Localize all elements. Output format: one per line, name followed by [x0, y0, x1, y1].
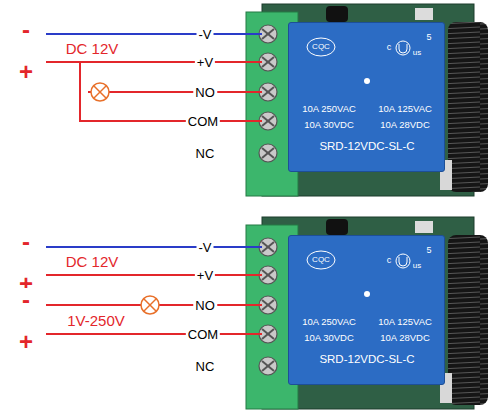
pin-name: COM — [186, 328, 220, 341]
pin-name: COM — [186, 115, 220, 128]
relay-rating: 10A 28VDC — [380, 333, 430, 343]
cert-mark: CQC — [312, 43, 330, 51]
relay-rating: 10A 250VAC — [302, 317, 356, 327]
relay-rating: 10A 125VAC — [378, 317, 432, 327]
relay-rating: 10A 30VDC — [304, 120, 354, 130]
capacitor — [326, 6, 348, 22]
positive-wire — [46, 274, 262, 276]
pin-name: NC — [194, 360, 217, 373]
relay-module — [246, 217, 488, 409]
polarity-sign: - — [20, 230, 32, 254]
pin-name: +V — [195, 56, 215, 69]
load-voltage: 1V-250V — [65, 313, 127, 328]
button — [415, 8, 433, 20]
antenna-coil — [448, 235, 488, 405]
negative-wire — [46, 246, 262, 248]
cert-mark: us — [413, 262, 421, 270]
com-jumper-wire — [80, 62, 262, 121]
pin-name: -V — [197, 28, 214, 41]
lamp-symbol — [91, 83, 109, 101]
cert-mark: c — [387, 43, 392, 52]
pin-name: +V — [195, 269, 215, 282]
relay-rating: 10A 250VAC — [302, 104, 356, 114]
relay-model: SRD-12VDC-SL-C — [319, 354, 414, 366]
relay-body: CQC c us 5 10A 250VAC 10A 125VAC 10A 30VDC 10A … — [288, 235, 445, 385]
relay-module — [246, 4, 488, 196]
cert-mark: us — [413, 49, 421, 57]
terminal-screw — [259, 144, 277, 162]
negative-wire — [46, 33, 262, 35]
relay-rating: 10A 30VDC — [304, 333, 354, 343]
polarity-sign: - — [20, 18, 32, 42]
relay-model: SRD-12VDC-SL-C — [319, 141, 414, 153]
com-wire — [46, 333, 262, 335]
cert-mark: CQC — [312, 256, 330, 264]
capacitor — [326, 219, 348, 235]
supply-voltage: DC 12V — [64, 254, 121, 269]
supply-voltage: DC 12V — [64, 41, 121, 56]
pin-name: NO — [193, 299, 217, 312]
polarity-sign: + — [17, 60, 35, 84]
cert-mark: 5 — [426, 246, 431, 255]
relay-rating: 10A 28VDC — [380, 120, 430, 130]
cert-mark: 5 — [426, 33, 431, 42]
polarity-sign: - — [20, 288, 32, 312]
relay-rating: 10A 125VAC — [378, 104, 432, 114]
load-wire — [88, 91, 262, 93]
button — [415, 221, 433, 233]
pin-name: -V — [197, 241, 214, 254]
polarity-sign: + — [17, 330, 35, 354]
relay-body: CQC c us 5 10A 250VAC 10A 125VAC 10A 30VDC 10A … — [288, 22, 445, 172]
lamp-symbol — [141, 296, 159, 314]
cert-mark: c — [387, 256, 392, 265]
antenna-coil — [448, 22, 488, 192]
terminal-screw — [259, 357, 277, 375]
pin-name: NC — [194, 147, 217, 160]
pin-name: NO — [193, 86, 217, 99]
positive-wire — [46, 61, 262, 63]
